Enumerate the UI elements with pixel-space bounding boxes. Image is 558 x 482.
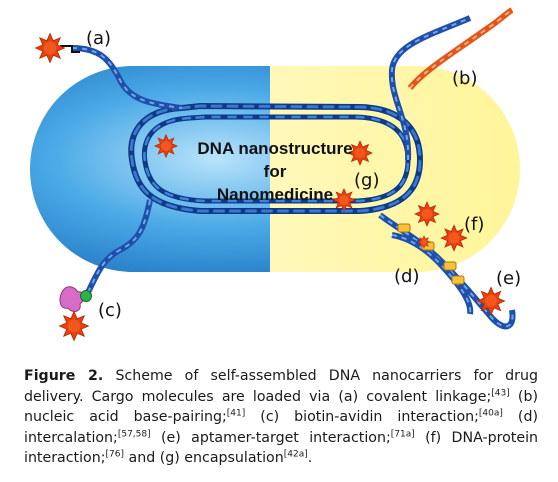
cargo-d-icon-2	[417, 235, 431, 249]
caption-text-6: (f) DNA-protein interaction;	[24, 429, 539, 467]
caption-ref-d: [57,58]	[117, 428, 151, 439]
strand-b	[388, 7, 514, 161]
caption-ref-e: [71a]	[390, 428, 415, 439]
cargo-f-icon	[440, 224, 468, 252]
cargo-c-icon	[59, 311, 89, 341]
strand-a	[60, 45, 183, 111]
figure-center-title: DNA nanostructure for Nanomedicine	[170, 137, 380, 206]
caption-text-1: Scheme of self-assembled DNA nanocarrier…	[24, 368, 538, 405]
cargo-a-icon	[35, 33, 65, 63]
label-f: (f)	[464, 214, 485, 235]
strand-c	[83, 199, 153, 298]
figure-caption: Figure 2. Scheme of self-assembled DNA n…	[24, 366, 538, 469]
caption-text-8: .	[307, 450, 313, 466]
center-title-line-3: Nanomedicine	[216, 185, 334, 204]
caption-ref-a: [43]	[491, 387, 510, 398]
label-b: (b)	[452, 68, 478, 89]
center-title-line-2: for	[263, 162, 287, 181]
caption-text-7: and (g) encapsulation	[128, 450, 284, 466]
caption-text-3: (c) biotin-avidin interaction;	[260, 409, 479, 425]
label-e: (e)	[496, 268, 522, 289]
caption-text-2: (b) nucleic acid base-pairing;	[24, 388, 538, 426]
caption-ref-c: [40a]	[478, 408, 503, 419]
label-a: (a)	[86, 28, 112, 49]
dna-ring	[128, 102, 424, 214]
caption-text-4: (d) intercalation;	[24, 409, 538, 446]
label-d: (d)	[394, 266, 420, 287]
cargo-d-icon	[414, 201, 440, 227]
label-g: (g)	[354, 170, 380, 191]
cargo-e-icon	[476, 286, 506, 316]
dna-nanocarrier-scheme	[30, 7, 520, 341]
caption-ref-f: [76]	[105, 449, 124, 460]
center-title-line-1: DNA nanostructure	[197, 139, 353, 158]
caption-text-5: (e) aptamer-target interaction;	[161, 429, 391, 446]
biotin-avidin-complex	[59, 286, 92, 312]
label-c: (c)	[98, 300, 122, 321]
caption-ref-g: [42a]	[283, 449, 308, 460]
caption-figure-label: Figure 2.	[24, 368, 104, 384]
caption-ref-b: [41]	[226, 408, 246, 419]
